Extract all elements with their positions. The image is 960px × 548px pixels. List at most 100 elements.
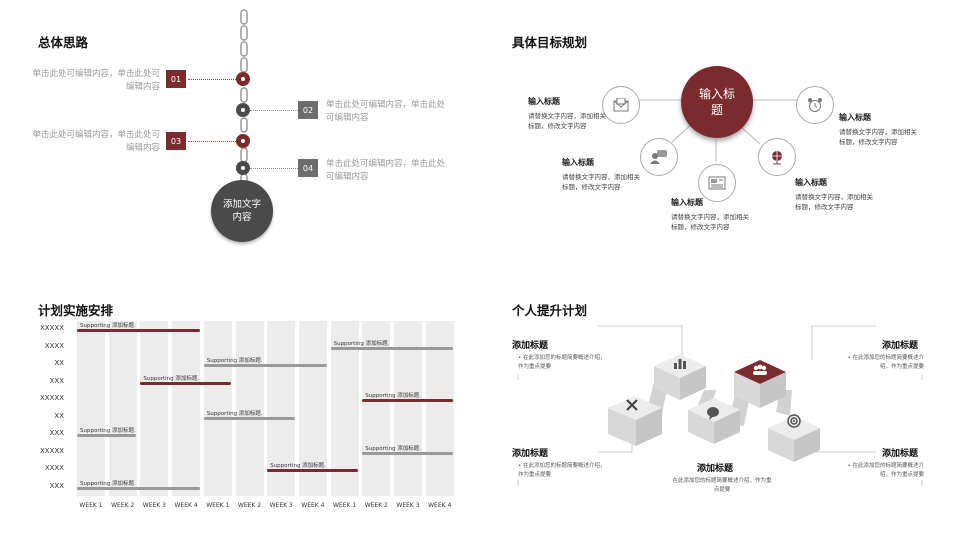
gantt-bar-label: Supporting 添加标题. [143,375,200,382]
plan-heading-4: 添加标题 [882,341,919,351]
goal-icon-2[interactable] [640,138,678,176]
gantt-column [425,321,454,496]
gantt-bar[interactable] [77,486,200,490]
gantt-bar-label: Supporting 添加标题. [270,463,326,469]
chain-node-04 [236,161,250,175]
gantt-bar[interactable] [203,364,327,367]
goal-body-4: 请替换文字内容，添加相关标题，修改文字内容 [795,193,873,211]
gantt-bar[interactable] [140,381,232,385]
step-badge-04: 04 [298,159,318,177]
goal-heading-2: 输入标题 [562,158,594,167]
gantt-row-label: XX [54,359,64,367]
goal-icon-1[interactable] [602,86,640,124]
goal-text-1[interactable]: 输入标题 请替换文字内容，添加相关标题，修改文字内容 [528,96,608,131]
target-icon [787,414,801,428]
center-circle[interactable]: 添加文字内容 [211,180,273,242]
goal-center-circle[interactable]: 输入标题 [681,66,753,138]
goal-heading-4: 输入标题 [795,178,827,187]
plan-heading-3: 添加标题 [697,464,734,474]
gantt-bar-label: Supporting 添加标题. [80,428,136,434]
gantt-bar[interactable] [362,399,454,402]
goal-text-4[interactable]: 输入标题 请替换文字内容，添加相关标题，修改文字内容 [795,177,875,212]
q2-title: 具体目标规划 [512,35,588,50]
gantt-week-label: WEEK 4 [301,502,325,509]
bar-chart-icon [674,359,686,369]
goal-body-1: 请替换文字内容，添加相关标题，修改文字内容 [528,112,606,130]
gantt-row-label: XXX [49,429,64,437]
goal-heading-1: 输入标题 [528,97,560,106]
gantt-column [330,321,359,496]
gantt-row-label: XXXXX [40,324,64,332]
goal-body-5: 请替换文字内容，添加相关标题，修改文字内容 [839,128,917,146]
gantt-row-label: XXXXX [40,446,64,455]
plan-body-2[interactable]: • 在此添加您的标题简要概述介绍，作为重点提要 [518,463,606,478]
chain-node-01 [236,72,250,86]
gantt-week-label: WEEK 3 [396,502,420,509]
plan-body-5[interactable]: • 在此添加您的标题简要概述介绍，作为重点提要 [847,463,924,478]
step-text-03[interactable]: 单击此处可编辑内容，单击此处可编辑内容 [32,130,160,153]
gantt-week-label: WEEK 4 [174,502,198,509]
goal-icon-5[interactable] [796,86,834,124]
newspaper-icon [708,176,726,190]
plan-body-4-text: 在此添加您的标题简要概述介绍，作为重点提要 [852,355,924,370]
goal-heading-3: 输入标题 [671,198,703,207]
goal-text-3[interactable]: 输入标题 请替换文字内容，添加相关标题，修改文字内容 [671,197,751,232]
gantt-bar-label: Supporting 添加标题. [365,445,422,452]
plan-body-3[interactable]: 在此添加您的标题简要概述介绍，作为重点提要 [672,478,772,493]
gantt-bar-label: Supporting 添加标题. [80,480,136,487]
connector-01 [188,79,236,80]
plan-body-2-text: 在此添加您的标题简要概述介绍，作为重点提要 [518,463,606,478]
gantt-column [298,321,327,496]
gantt-week-label: WEEK 2 [111,502,135,509]
gantt-week-label: WEEK 1 [206,502,230,509]
goal-center-label: 输入标题 [698,87,735,117]
gantt-week-label: WEEK 3 [269,502,293,509]
goal-icon-4[interactable] [758,138,796,176]
gantt-row-label: XXX [49,376,64,385]
gantt-bar[interactable] [77,434,137,437]
gantt-bar-label: Supporting 添加标题. [365,393,422,399]
step-text-04[interactable]: 单击此处可编辑内容，单击此处可编辑内容 [326,159,446,182]
gantt-row-label: XXXX [44,464,64,472]
gantt-column [235,321,264,496]
gantt-bar[interactable] [330,346,454,350]
chain-node-03 [236,134,250,148]
gantt-column [362,321,391,496]
gantt-week-label: WEEK 1 [79,502,103,509]
plan-body-4[interactable]: • 在此添加您的标题简要概述介绍，作为重点提要 [847,355,924,370]
step-text-01[interactable]: 单击此处可编辑内容，单击此处可编辑内容 [32,69,160,92]
gantt-bar[interactable] [203,416,295,420]
gantt-row-label: XXXXX [40,394,64,402]
goal-icon-3[interactable] [698,164,736,202]
plan-body-1[interactable]: • 在此添加您的标题简要概述介绍，作为重点提要 [518,355,606,370]
gantt-bar-label: Supporting 添加标题. [80,323,136,329]
chat-bubble-icon [707,407,719,420]
gantt-row-label: XXX [49,481,64,490]
step-badge-01: 01 [166,70,186,88]
goal-heading-5: 输入标题 [839,113,871,122]
chat-user-icon [650,150,667,164]
gantt-bar[interactable] [267,469,359,472]
gantt-column [108,321,137,496]
goal-body-2: 请替换文字内容，添加相关标题，修改文字内容 [562,173,640,191]
gantt-week-label: WEEK 1 [333,502,357,509]
gantt-bar[interactable] [77,329,200,332]
q3-title: 计划实施安排 [38,303,114,318]
plan-heading-1: 添加标题 [512,341,549,351]
tools-icon [626,399,638,411]
chain-node-02 [236,103,250,117]
step-text-02[interactable]: 单击此处可编辑内容，单击此处可编辑内容 [326,100,446,123]
gantt-week-label: WEEK 4 [428,502,452,509]
connector-03 [188,141,236,142]
alarm-clock-icon [808,98,822,112]
step-badge-02: 02 [298,101,318,119]
gantt-row-label: XXXX [44,341,64,350]
q4-title: 个人提升计划 [512,303,588,318]
gantt-bar[interactable] [362,451,454,455]
gantt-bar-label: Supporting 添加标题. [206,358,263,364]
mail-icon [613,98,629,112]
goal-text-2[interactable]: 输入标题 请替换文字内容，添加相关标题，修改文字内容 [562,157,642,192]
goal-text-5[interactable]: 输入标题 请替换文字内容，添加相关标题，修改文字内容 [839,112,919,147]
center-circle-label: 添加文字内容 [222,199,261,223]
plan-body-1-text: 在此添加您的标题简要概述介绍，作为重点提要 [518,355,606,370]
